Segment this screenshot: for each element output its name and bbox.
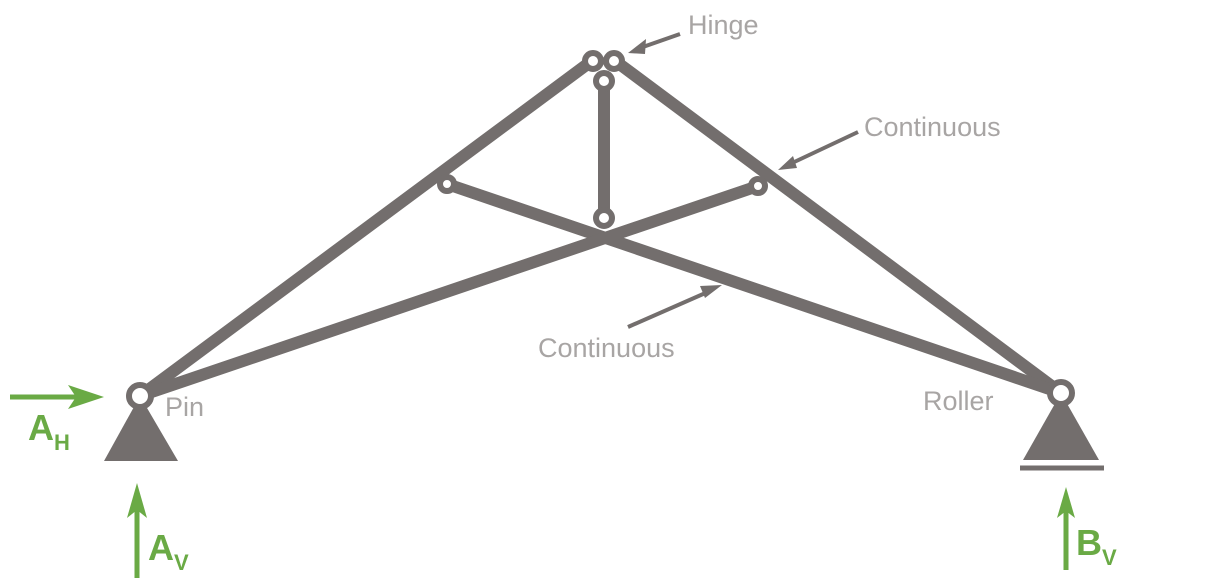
joint-left-diagonal (437, 174, 457, 194)
left-top-chord (134, 54, 599, 402)
ah-label: AH (28, 407, 70, 455)
hinge-joint-bottom (593, 70, 615, 92)
pin-support (104, 396, 178, 461)
av-label: AV (148, 527, 189, 575)
right-top-chord (608, 54, 1067, 399)
continuous-bottom-pointer-arrowhead (700, 285, 722, 298)
hinge-pointer-arrow (639, 32, 681, 50)
diagonal-right-to-pin (134, 180, 764, 402)
hinge-pointer-arrowhead (628, 39, 646, 54)
bv-label: BV (1076, 522, 1117, 570)
ah-arrowhead (68, 385, 104, 409)
av-arrowhead (127, 483, 147, 518)
continuous-bottom-pointer-arrow (627, 289, 711, 329)
continuous-top-pointer-arrowhead (778, 156, 797, 170)
hinge-joint-left (582, 50, 604, 72)
roller-support (1023, 393, 1099, 460)
continuous-top-pointer-arrow (789, 130, 859, 166)
bv-arrowhead (1057, 487, 1075, 518)
continuous-bottom-label: Continuous (538, 333, 675, 363)
joint-vertical-bottom (593, 207, 615, 229)
joint-right-diagonal (748, 176, 768, 196)
continuous-top-label: Continuous (864, 112, 1001, 142)
roller-label: Roller (923, 386, 994, 416)
roller-joint (1047, 379, 1075, 407)
pin-joint (126, 382, 154, 410)
diagonal-left-to-roller (441, 178, 1067, 399)
pin-label: Pin (165, 392, 204, 422)
hinge-joint-right (603, 50, 625, 72)
hinge-label: Hinge (688, 10, 759, 40)
